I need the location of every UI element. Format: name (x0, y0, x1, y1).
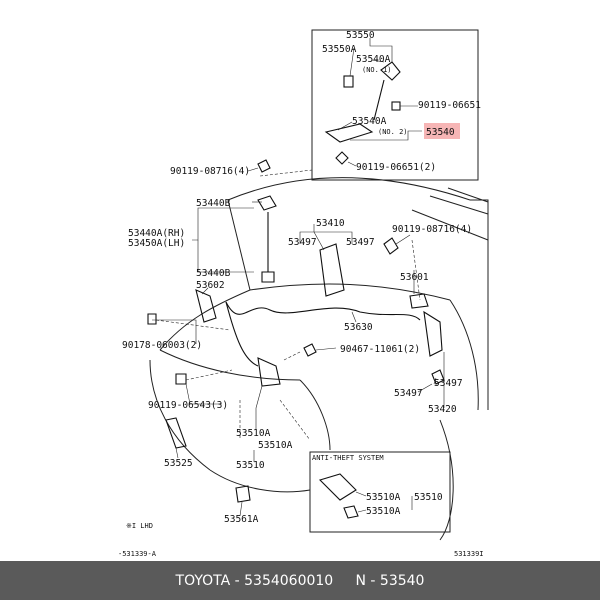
part-label-53630: 53630 (344, 322, 373, 333)
part-label-53510a-c: 53510A (366, 492, 401, 503)
reference-code-right: 531339I (454, 550, 484, 558)
part-label-53510a-a: 53510A (236, 428, 271, 439)
part-label-53525: 53525 (164, 458, 193, 469)
part-label-90119-06543-3: 90119-06543(3) (148, 400, 228, 411)
anti-theft-lock-parts (318, 473, 413, 519)
part-label-53497-c: 53497 (434, 378, 463, 389)
anti-theft-system-label: ANTI-THEFT SYSTEM (312, 454, 384, 462)
part-label-90119-08716-4-right: 90119-08716(4) (392, 224, 472, 235)
part-label-90119-08716-4-left: 90119-08716(4) (170, 166, 250, 177)
part-label-53510-a: 53510 (236, 460, 265, 471)
part-label-53540: 53540 (426, 127, 455, 138)
part-label-53440b-top: 53440B (196, 198, 231, 209)
part-label-53510a-b: 53510A (258, 440, 293, 451)
part-info-bar: TOYOTA - 5354060010 N - 53540 (0, 561, 600, 600)
part-label-90467-11061-2: 90467-11061(2) (340, 344, 420, 355)
reference-code-left: -531339-A (118, 550, 157, 558)
anti-theft-frame (309, 451, 451, 533)
part-label-53510a-d: 53510A (366, 506, 401, 517)
part-label-53561a: 53561A (224, 514, 259, 525)
part-label-53540a-no1: 53540A (356, 54, 391, 65)
part-label-53497-a: 53497 (288, 237, 317, 248)
dashed-lines (155, 169, 421, 441)
footer-separator: - (230, 572, 245, 589)
part-label-53510-b: 53510 (414, 492, 443, 503)
part-label-53602: 53602 (196, 280, 225, 291)
inset-frame (311, 29, 479, 181)
part-label-53550a: 53550A (322, 44, 357, 55)
part-label-53497-b: 53497 (346, 237, 375, 248)
reference-number: N - 53540 (355, 572, 425, 589)
part-label-53450a-lh: 53450A(LH) (128, 238, 185, 249)
part-label-53601: 53601 (400, 272, 429, 283)
part-number: 5354060010 (244, 572, 334, 589)
brand-name: TOYOTA (175, 572, 231, 589)
part-label-53497-d: 53497 (394, 388, 423, 399)
part-label-53410: 53410 (316, 218, 345, 229)
part-label-53440b-bottom: 53440B (196, 268, 231, 279)
lhd-note: ※I LHD (126, 522, 153, 530)
part-label-90119-06651-2: 90119-06651(2) (356, 162, 436, 173)
part-label-no1: (NO. 1) (362, 66, 392, 74)
parts-diagram: 53550 53550A 53540A (NO. 1) 90119-06651 … (118, 29, 489, 558)
part-label-90178-06003-2: 90178-06003(2) (122, 340, 202, 351)
part-label-53440a-rh: 53440A(RH) (128, 228, 185, 239)
leader-lines (152, 38, 445, 517)
part-label-no2: (NO. 2) (378, 128, 408, 136)
footer-spacer (333, 573, 355, 589)
part-label-53540a-no2: 53540A (352, 116, 387, 127)
part-highlight (424, 123, 460, 139)
part-label-53550: 53550 (346, 30, 375, 41)
diagram-canvas: 53550 53550A 53540A (NO. 1) 90119-06651 … (118, 29, 489, 558)
part-label-53420: 53420 (428, 404, 457, 415)
part-label-90119-06651: 90119-06651 (418, 100, 481, 111)
